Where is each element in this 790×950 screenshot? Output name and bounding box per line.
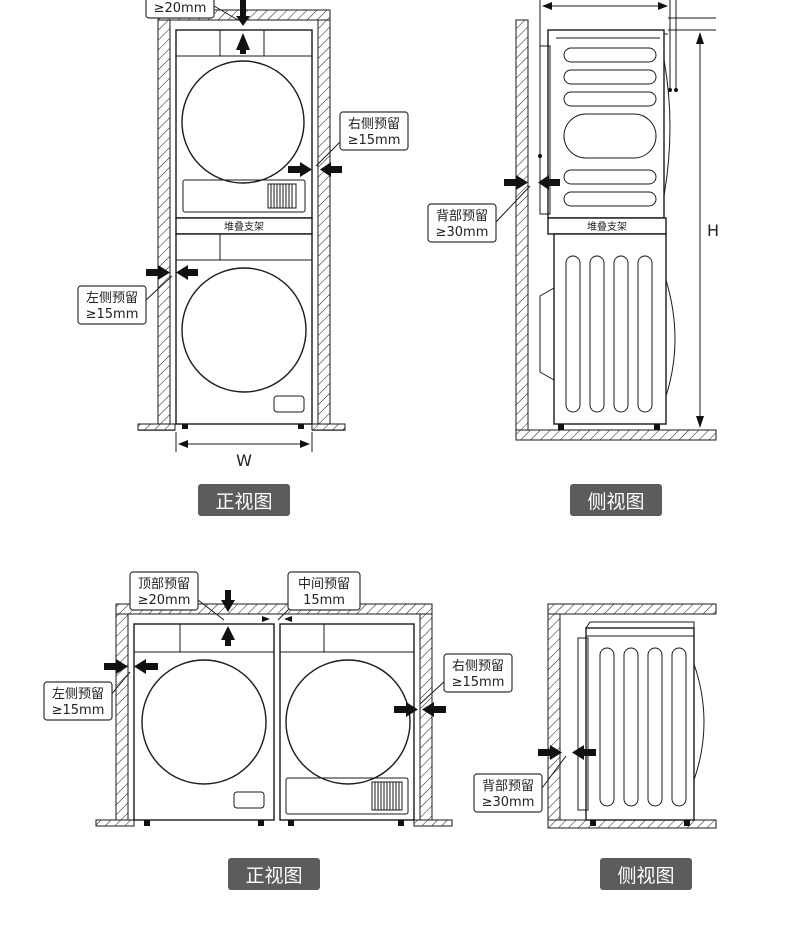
ceiling-2 (115, 603, 433, 615)
back-gap-label: 背部预留 (436, 209, 488, 224)
caption-front-view-1 (198, 484, 290, 516)
floor-2 (547, 819, 717, 829)
stack-bracket-label: 堆叠支架 (224, 221, 264, 233)
caption-side-view-1 (570, 484, 662, 516)
lower-washer-side (553, 233, 667, 425)
svg-text:正视图: 正视图 (215, 491, 272, 513)
stacked-front-view: 堆叠支架 ≥20mm 右侧预留 ≥15mm 左侧预留 (77, 0, 409, 516)
left-machine-door (141, 659, 267, 785)
width-dim: W (236, 451, 252, 470)
side-by-side-side-view: 背部预留 ≥30mm 侧视图 (473, 603, 717, 890)
stack-bracket-side-label: 堆叠支架 (587, 221, 627, 233)
vent-grille (267, 183, 297, 209)
left-machine (133, 623, 275, 821)
side-by-side-front-view: 顶部预留 ≥20mm 中间预留 15mm 左侧预留 ≥15mm 右侧预留 ≥15… (43, 571, 513, 890)
lower-door (181, 267, 307, 393)
top-gap-value: ≥20mm (138, 593, 191, 608)
stacked-side-view: 堆叠支架 H (427, 0, 719, 516)
left-gap-value-2: ≥15mm (52, 703, 105, 718)
back-wall (515, 19, 529, 431)
svg-text:侧视图: 侧视图 (617, 865, 674, 887)
right-gap-value-2: ≥15mm (452, 675, 505, 690)
right-gap-value: ≥15mm (348, 133, 401, 148)
machine-side (585, 627, 695, 821)
left-gap-label-2: 左侧预留 (52, 687, 104, 702)
upper-ribs (563, 47, 657, 207)
caption-side-view-2 (600, 858, 692, 890)
back-gap-value: ≥30mm (436, 225, 489, 240)
left-wall (157, 17, 171, 431)
back-gap-label-2: 背部预留 (482, 779, 534, 794)
top-gap-label: 顶部预留 (138, 577, 190, 592)
floor (515, 429, 717, 441)
svg-text:正视图: 正视图 (245, 865, 302, 887)
back-wall-2 (547, 611, 561, 825)
caption-front-view-2 (228, 858, 320, 890)
top-gap-partial-label: ≥20mm (154, 1, 207, 16)
upper-dryer-side (547, 29, 665, 219)
middle-gap-label: 中间预留 (298, 577, 350, 592)
lower-ribs (565, 255, 653, 413)
left-gap-value: ≥15mm (86, 307, 139, 322)
ceiling-3 (547, 603, 717, 615)
vent-grille-2 (371, 781, 403, 811)
left-wall-2 (115, 611, 129, 825)
right-wall (317, 17, 331, 431)
right-machine-door (285, 659, 411, 785)
right-gap-label-2: 右侧预留 (452, 659, 504, 674)
height-dim: H (707, 221, 719, 240)
side-ribs (599, 647, 687, 807)
left-gap-label: 左侧预留 (86, 291, 138, 306)
upper-door (181, 60, 305, 184)
middle-gap-value: 15mm (303, 593, 345, 608)
right-wall-2 (419, 611, 433, 825)
right-gap-label: 右侧预留 (348, 117, 400, 132)
back-gap-value-2: ≥30mm (482, 795, 535, 810)
svg-text:侧视图: 侧视图 (587, 491, 644, 513)
